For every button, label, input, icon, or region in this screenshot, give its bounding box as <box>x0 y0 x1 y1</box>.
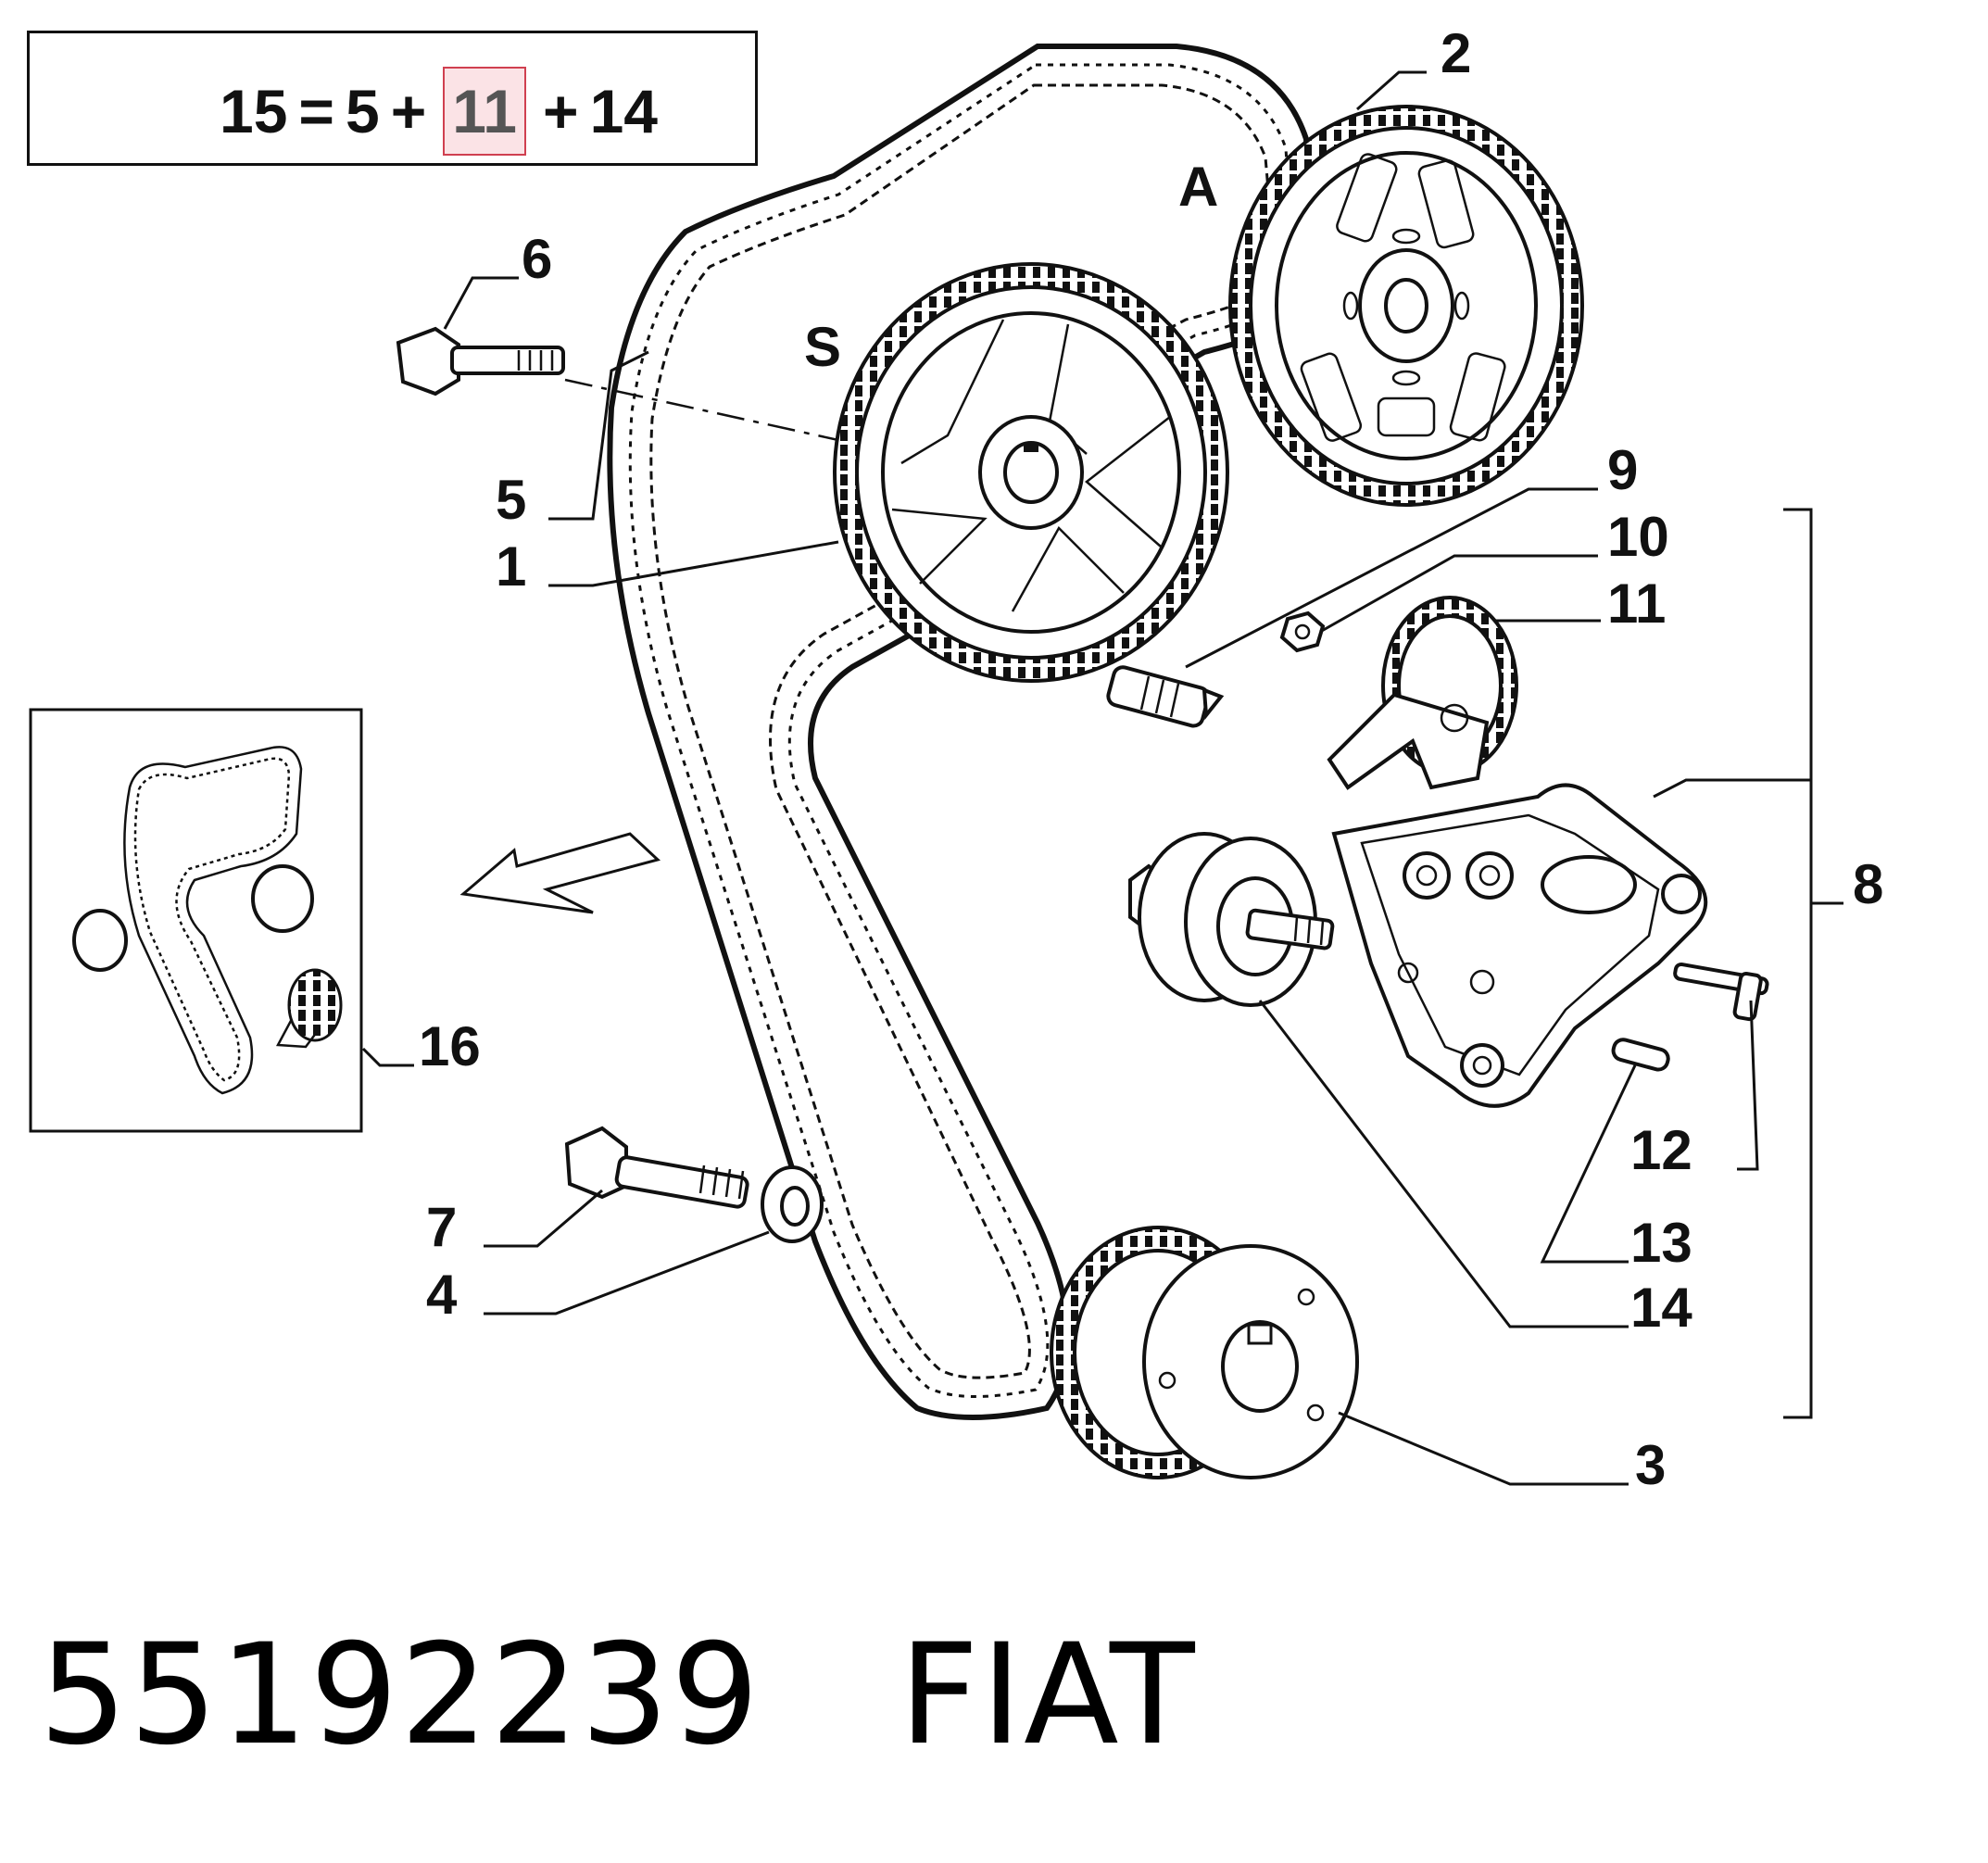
bolt-12 <box>1673 962 1769 1022</box>
callout-8: 8 <box>1853 853 1883 915</box>
formula-term-1: 5 <box>345 77 380 145</box>
callout-10: 10 <box>1607 506 1669 568</box>
tensioner-bracket <box>1331 783 1708 1108</box>
callout-6: 6 <box>522 228 552 290</box>
letter-a: A <box>1178 156 1218 218</box>
callout-3: 3 <box>1635 1434 1666 1496</box>
callout-9: 9 <box>1607 439 1638 501</box>
callout-5: 5 <box>496 469 526 531</box>
washer <box>761 1165 824 1243</box>
callout-16: 16 <box>419 1015 481 1077</box>
sprocket-bolt <box>396 326 839 442</box>
brand-name: FIAT <box>899 1615 1197 1776</box>
formula-plus-1: + <box>390 77 427 145</box>
callout-1: 1 <box>496 535 526 598</box>
crankshaft-sprocket <box>1050 1226 1359 1479</box>
timing-belt <box>607 44 1319 1420</box>
callout-7: 7 <box>426 1196 457 1258</box>
callout-2: 2 <box>1441 22 1471 84</box>
formula-result: 15 <box>220 77 288 145</box>
callout-13: 13 <box>1630 1212 1692 1274</box>
nut <box>1279 611 1326 653</box>
dowel-pin <box>1611 1038 1670 1072</box>
formula-term-3: 14 <box>589 77 658 145</box>
idler-roller <box>1128 832 1335 1007</box>
leader-lines <box>361 70 1843 1486</box>
kit-formula-box: 15 = 5 + 11 + 14 <box>27 31 758 166</box>
kit-formula: 15 = 5 + 11 + 14 <box>220 67 658 156</box>
callout-14: 14 <box>1630 1277 1692 1339</box>
idler-bolt <box>564 1126 749 1209</box>
callout-4: 4 <box>426 1264 458 1326</box>
formula-equals: = <box>298 77 334 145</box>
formula-term-highlighted[interactable]: 11 <box>443 67 527 156</box>
part-caption: 55192239 FIAT <box>39 1626 1197 1765</box>
part-number: 55192239 <box>39 1615 761 1776</box>
callout-12: 12 <box>1630 1119 1692 1181</box>
arrow-to-inset-icon <box>459 832 661 914</box>
tensioner-pulley <box>1327 596 1518 790</box>
stud <box>1106 665 1225 728</box>
formula-plus-2: + <box>543 77 579 145</box>
letter-s: S <box>804 316 841 378</box>
kit-inset <box>29 708 363 1133</box>
intake-cam-sprocket <box>1228 105 1584 507</box>
exhaust-cam-sprocket <box>833 262 1229 683</box>
callout-11: 11 <box>1607 573 1666 635</box>
